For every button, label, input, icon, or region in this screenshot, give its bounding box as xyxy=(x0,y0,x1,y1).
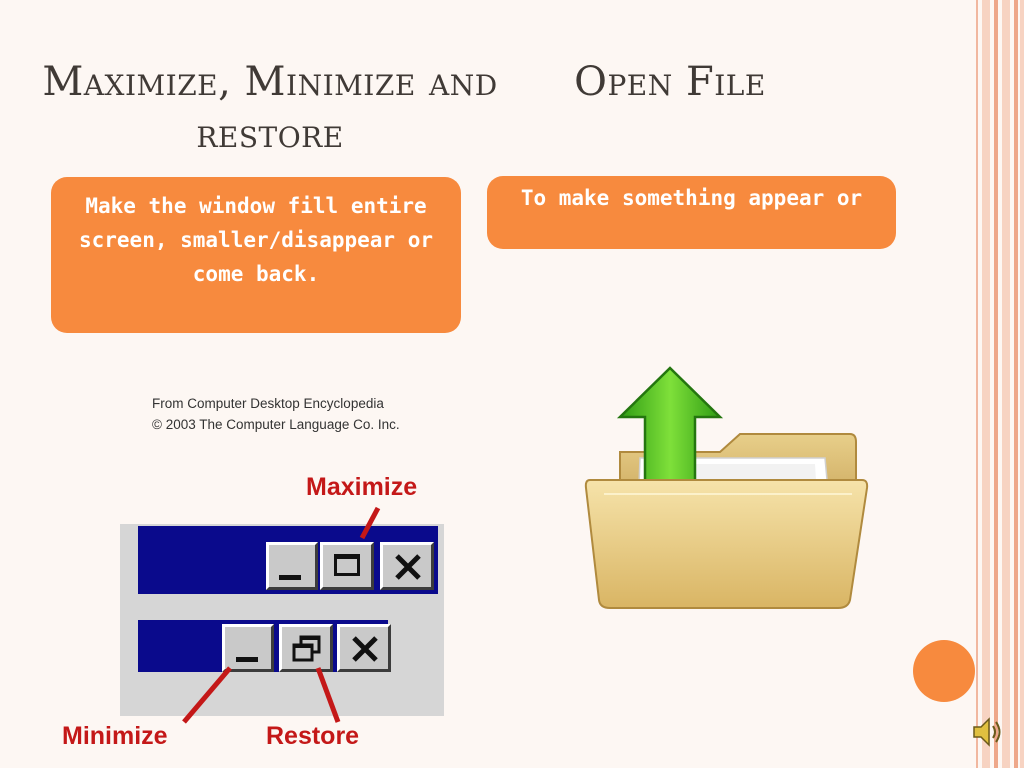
decorative-stripes xyxy=(976,0,1024,768)
minimize-icon xyxy=(279,575,301,580)
close-x-icon xyxy=(395,554,421,580)
restore-label: Restore xyxy=(266,722,360,750)
maximize-label: Maximize xyxy=(306,473,418,501)
restore-icon xyxy=(292,635,321,662)
right-description-text: To make something appear or xyxy=(520,186,863,210)
right-title: Open File xyxy=(574,59,766,105)
close-button-row1[interactable] xyxy=(380,542,434,590)
credit-line-1: From Computer Desktop Encyclopedia xyxy=(152,396,384,411)
maximize-icon xyxy=(334,554,360,576)
minimize-icon xyxy=(236,657,258,662)
minimize-label: Minimize xyxy=(62,722,168,750)
maximize-button[interactable] xyxy=(320,542,374,590)
right-description-box: To make something appear or xyxy=(487,176,896,249)
minimize-button[interactable] xyxy=(222,624,274,672)
close-x-icon xyxy=(352,636,378,662)
restore-button[interactable] xyxy=(279,624,333,672)
speaker-icon[interactable] xyxy=(972,714,1002,750)
left-description-box: Make the window fill entire screen, smal… xyxy=(51,177,461,333)
close-button-row2[interactable] xyxy=(337,624,391,672)
folder-with-up-arrow-icon xyxy=(584,366,869,609)
minimize-button-row1[interactable] xyxy=(266,542,318,590)
decorative-circle xyxy=(913,640,975,702)
left-title: Maximize, Minimize and restore xyxy=(42,59,498,157)
credit-line-2: © 2003 The Computer Language Co. Inc. xyxy=(152,417,400,432)
left-description-text: Make the window fill entire screen, smal… xyxy=(78,194,433,286)
image-credit: From Computer Desktop Encyclopedia © 200… xyxy=(152,393,482,435)
